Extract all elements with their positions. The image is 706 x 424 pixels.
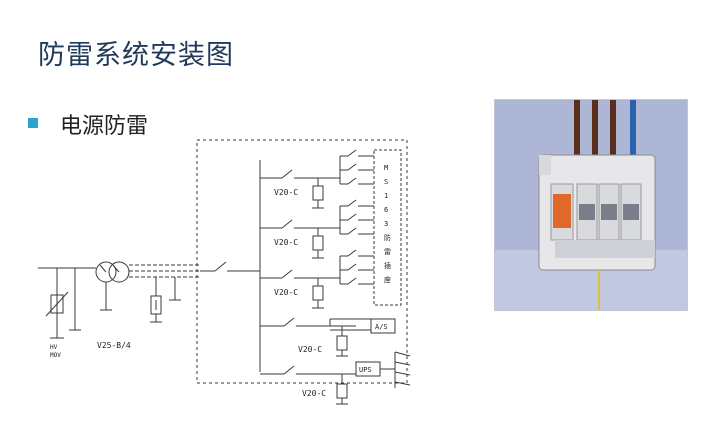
mov-label: MOV: [50, 352, 61, 359]
ups-label: UPS: [359, 366, 372, 374]
ms163-char: 3: [384, 220, 388, 228]
transformer-label: V25-B/4: [97, 341, 131, 350]
branch-label: V20-C: [274, 238, 298, 247]
ms163-char: S: [384, 178, 388, 186]
ms163-char: 雷: [384, 248, 391, 256]
ms163-char: 座: [384, 275, 391, 284]
hv-label: HV: [50, 344, 58, 351]
as-label: A/S: [375, 323, 388, 331]
bullet-square: [28, 118, 38, 128]
branch-label: V20-C: [274, 188, 298, 197]
ms163-char: 6: [384, 206, 388, 214]
distribution-enclosure: [196, 139, 408, 384]
branch-label: V20-C: [298, 345, 322, 354]
ms163-char: M: [384, 164, 388, 172]
bullet-text: 电源防雷: [60, 114, 149, 139]
branch-label: V20-C: [274, 288, 298, 297]
transformer-coil-2: [108, 261, 130, 283]
spd-module-photo: [494, 99, 688, 311]
ms163-char: 插: [384, 261, 391, 270]
ms163-box: [373, 149, 402, 306]
branch-label: V20-C: [302, 389, 326, 398]
as-box: [370, 318, 396, 334]
slide-title: 防雷系统安装图: [38, 40, 234, 71]
ms163-char: 1: [384, 192, 388, 200]
ms163-char: 防: [384, 233, 391, 242]
